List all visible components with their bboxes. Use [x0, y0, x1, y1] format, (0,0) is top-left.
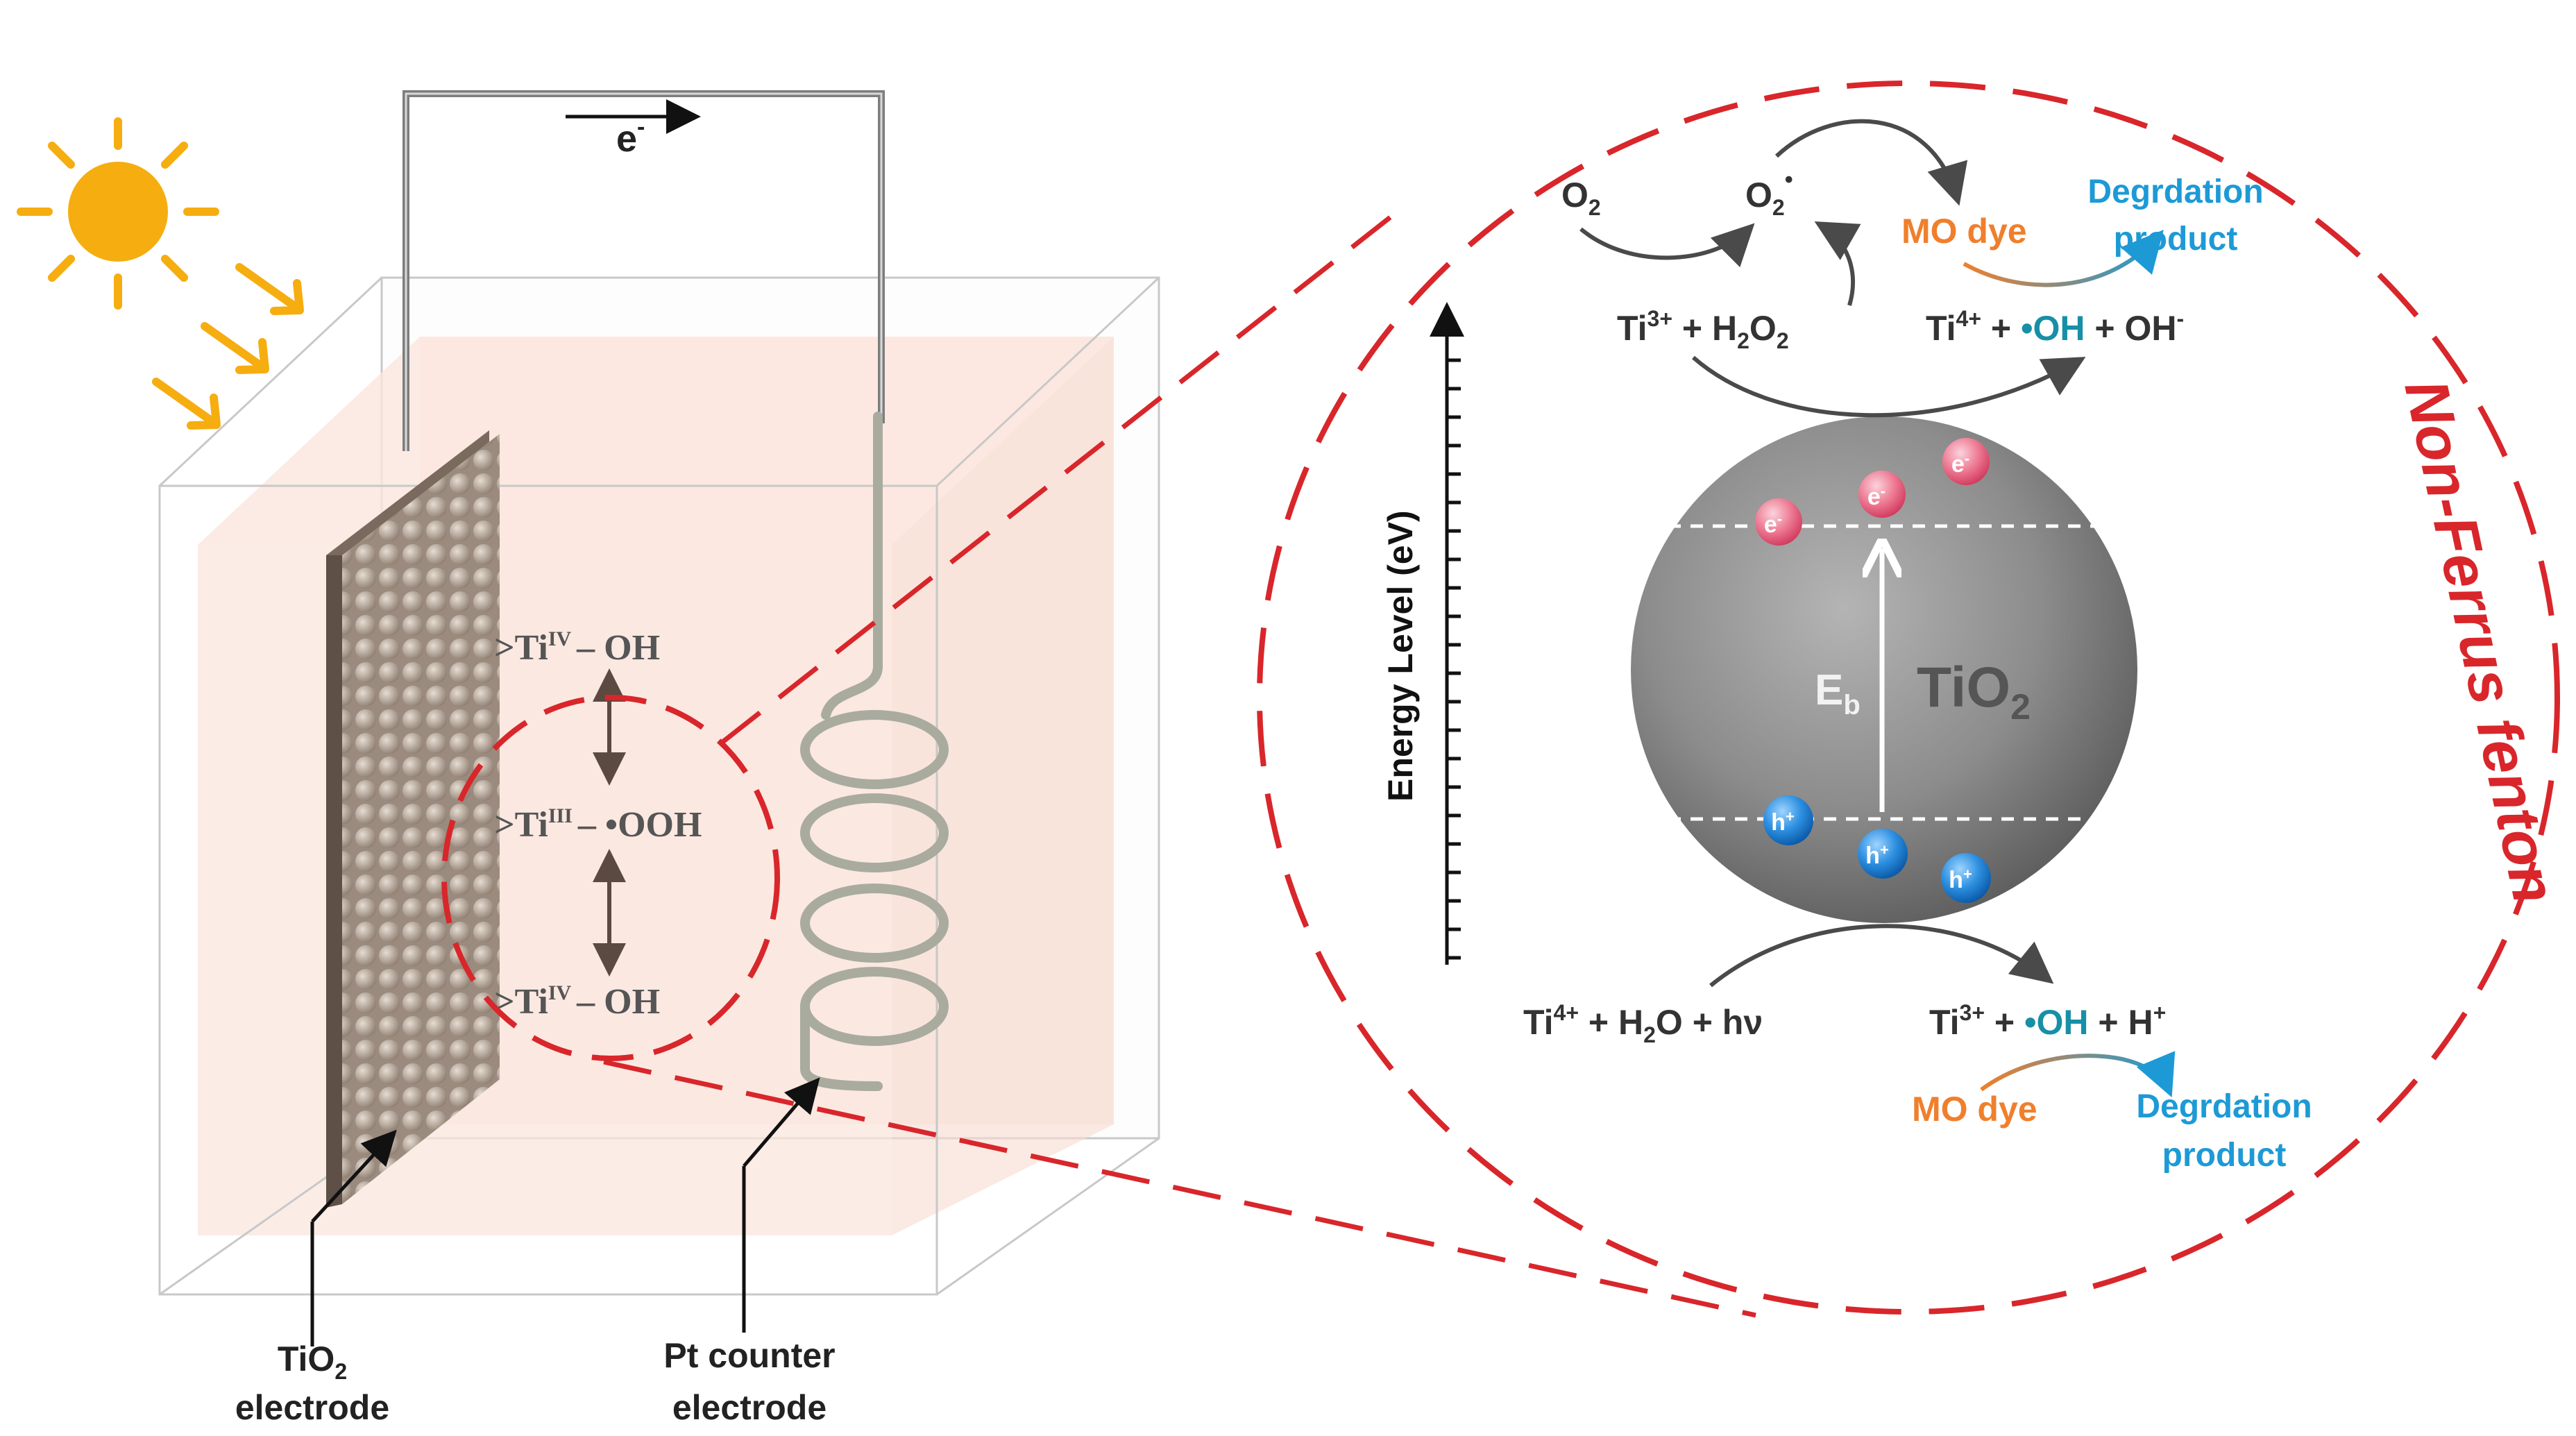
- electron-particle: e-: [1942, 438, 1990, 485]
- pt-electrode-label-line1: Pt counter: [663, 1336, 835, 1375]
- svg-text:e-: e-: [1951, 450, 1969, 478]
- energy-axis-label: Energy Level (eV): [1381, 510, 1420, 802]
- zoom-source-circle: [441, 695, 780, 1061]
- mechanism-zoom-circle: [1257, 81, 2560, 1315]
- degradation-top-line2: product: [2114, 221, 2238, 257]
- band-gap-label: Eb: [1815, 666, 1861, 720]
- mo-dye-top-label: MO dye: [1901, 212, 2027, 251]
- svg-text:h+: h+: [1949, 865, 1972, 893]
- o2-label: O2: [1561, 176, 1601, 220]
- ti3-to-superoxide-arrow: [1814, 221, 1861, 306]
- svg-text:h+: h+: [1771, 808, 1795, 836]
- tio2-electrode-pointer-arrow: [311, 1129, 397, 1223]
- species-ti-iv-oh-bottom: >TiIV– OH: [494, 981, 660, 1022]
- beaker: [158, 276, 1160, 1296]
- surface-species: >TiIV– OH >TiIII– •OOH >TiIV– OH: [494, 627, 702, 1022]
- hole-particles: h+ h+ h+: [1763, 795, 1991, 903]
- svg-text:e-: e-: [1867, 482, 1886, 510]
- electron-particles: e- e- e-: [1755, 438, 1990, 546]
- pt-counter-electrode: [800, 412, 949, 1091]
- species-ti-iii-ooh: >TiIII– •OOH: [494, 804, 702, 845]
- energy-axis: [1430, 302, 1464, 965]
- degradation-top-line1: Degrdation: [2087, 174, 2263, 210]
- tio2-electrode-label-line1: TiO2: [278, 1340, 347, 1384]
- external-circuit-wire: [402, 90, 885, 451]
- bottom-right-equation: Ti3+ + •OH + H+: [1929, 1000, 2166, 1042]
- light-rays-icon: [152, 263, 304, 430]
- top-right-equation: Ti4+ + •OH + OH-: [1926, 306, 2184, 348]
- bottom-left-equation: Ti4+ + H2O + hν: [1523, 1000, 1763, 1047]
- zoom-connector-lines: [603, 206, 1756, 1318]
- hole-particle: h+: [1941, 853, 1991, 903]
- bottom-reaction-arc: [1709, 924, 2054, 988]
- electron-flow-label: e-: [616, 114, 645, 160]
- superoxide-to-dye-arrow: [1774, 119, 1968, 206]
- hole-particle: h+: [1858, 829, 1908, 879]
- top-left-equation: Ti3+ + H2O2: [1617, 306, 1789, 353]
- electron-particle: e-: [1755, 498, 1802, 546]
- degradation-bottom-line2: product: [2162, 1137, 2287, 1174]
- top-reaction-arc: [1692, 355, 2086, 418]
- superoxide-label: O2•: [1745, 167, 1793, 220]
- degradation-bottom-line1: Degrdation: [2136, 1088, 2312, 1125]
- mo-dye-bottom-label: MO dye: [1912, 1090, 2037, 1129]
- mo-dye-degradation-bottom-arrow: [1980, 1051, 2176, 1098]
- pt-electrode-label-line2: electrode: [672, 1388, 827, 1427]
- pt-electrode-pointer-arrow: [743, 1077, 820, 1167]
- svg-text:h+: h+: [1865, 841, 1889, 869]
- sun-icon: [17, 117, 219, 310]
- mechanism-title: Non-Ferrus fenton: [2391, 373, 2569, 909]
- mo-dye-degradation-top-arrow: [1963, 229, 2164, 287]
- hole-particle: h+: [1763, 795, 1813, 845]
- tio2-electrode-label-line2: electrode: [235, 1388, 389, 1427]
- tio2-electrode: [326, 430, 500, 1208]
- svg-text:e-: e-: [1764, 510, 1782, 538]
- tio2-particle-label: TiO2: [1917, 656, 2031, 727]
- o2-to-superoxide-arrow: [1579, 223, 1755, 268]
- species-ti-iv-oh-top: >TiIV– OH: [494, 627, 660, 668]
- electron-particle: e-: [1858, 471, 1906, 518]
